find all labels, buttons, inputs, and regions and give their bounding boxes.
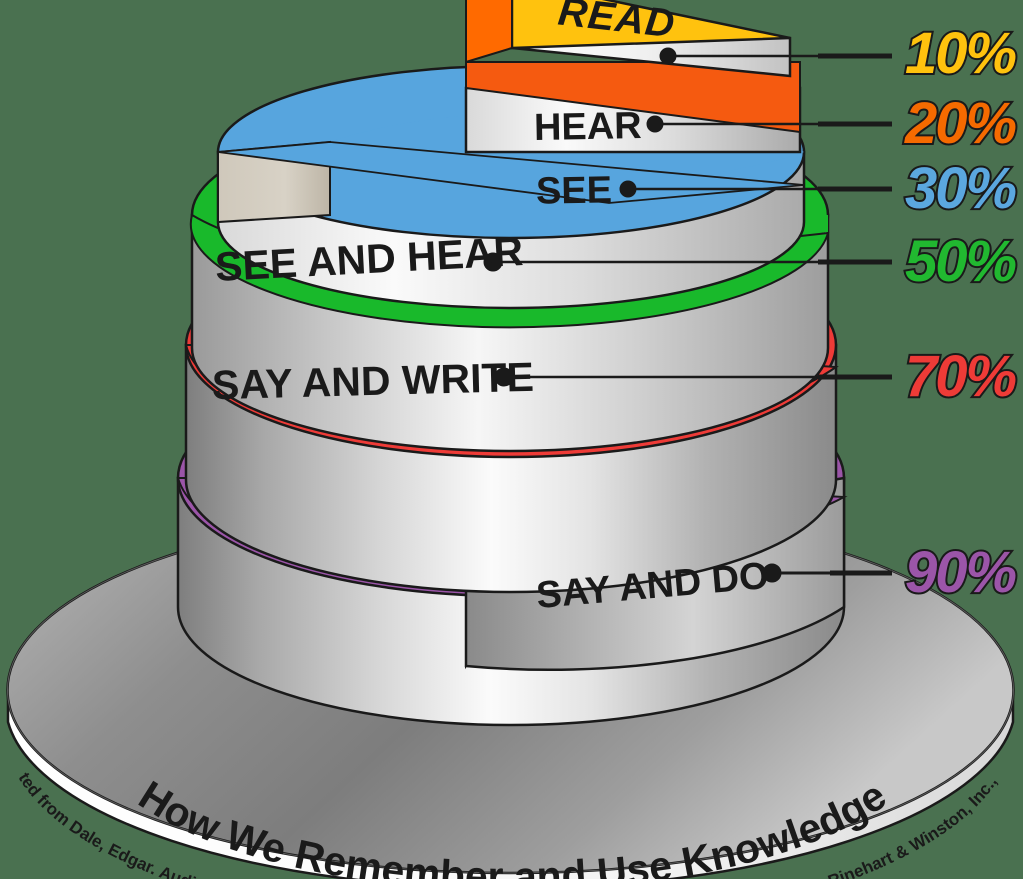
percent-label-20: 20% — [903, 89, 1019, 158]
tier-hear — [464, 60, 802, 154]
tier-label-hear: HEAR — [533, 105, 643, 149]
percent-label-30: 30% — [903, 154, 1019, 223]
percent-label-50: 50% — [903, 227, 1019, 296]
percent-label-10: 10% — [903, 19, 1019, 88]
tier-read — [465, 0, 792, 78]
percent-label-90: 90% — [903, 538, 1019, 607]
tier-label-see: SEE — [535, 169, 613, 213]
percent-label-70: 70% — [903, 342, 1019, 411]
tier-label-say-and-write: SAY AND WRITE — [211, 353, 535, 409]
leader-lines — [483, 47, 892, 583]
